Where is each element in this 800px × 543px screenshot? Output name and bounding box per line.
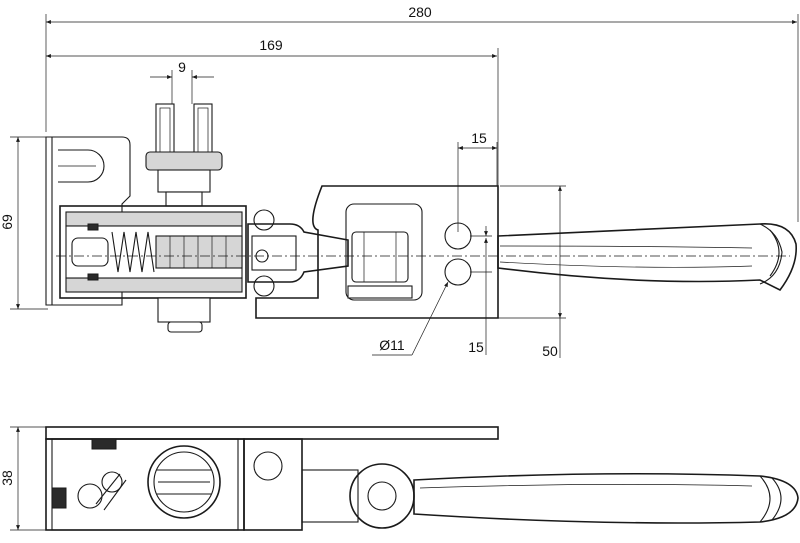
linkage-arm bbox=[247, 223, 349, 283]
dimension-69: 69 bbox=[0, 136, 48, 310]
side-view bbox=[45, 426, 799, 531]
dimension-label-38: 38 bbox=[0, 470, 15, 486]
adjustment-knob bbox=[147, 445, 221, 519]
dimension-label-15-v: 15 bbox=[468, 339, 484, 355]
dimension-15-horizontal: 15 bbox=[457, 130, 498, 232]
dimension-label-69: 69 bbox=[0, 214, 15, 230]
side-handle bbox=[413, 472, 799, 524]
small-cam bbox=[77, 471, 127, 511]
dimension-label-9: 9 bbox=[178, 59, 186, 75]
dimension-label-280: 280 bbox=[408, 4, 432, 20]
dimension-label-diameter: Ø11 bbox=[379, 337, 405, 353]
dimension-label-169: 169 bbox=[259, 37, 283, 53]
dimension-280: 280 bbox=[45, 4, 799, 222]
dimension-9: 9 bbox=[150, 59, 214, 104]
handle-pivot bbox=[349, 463, 415, 529]
side-view-block-top bbox=[91, 438, 117, 450]
base-plate bbox=[255, 185, 499, 319]
top-view bbox=[45, 103, 797, 333]
clamp-handle bbox=[497, 223, 797, 292]
dimension-label-15-h: 15 bbox=[471, 130, 487, 146]
mounting-hole-upper bbox=[444, 222, 472, 250]
dimension-label-50: 50 bbox=[542, 343, 558, 359]
clamp-housing bbox=[59, 205, 275, 333]
dimension-15-vertical: 15 bbox=[468, 226, 492, 355]
side-view-block-bottom bbox=[51, 487, 67, 509]
mounting-hole-lower bbox=[444, 258, 472, 286]
dimension-169: 169 bbox=[46, 37, 499, 186]
dimension-38: 38 bbox=[0, 426, 48, 531]
adjustment-stud bbox=[145, 103, 223, 207]
dimension-50: 50 bbox=[440, 185, 566, 359]
